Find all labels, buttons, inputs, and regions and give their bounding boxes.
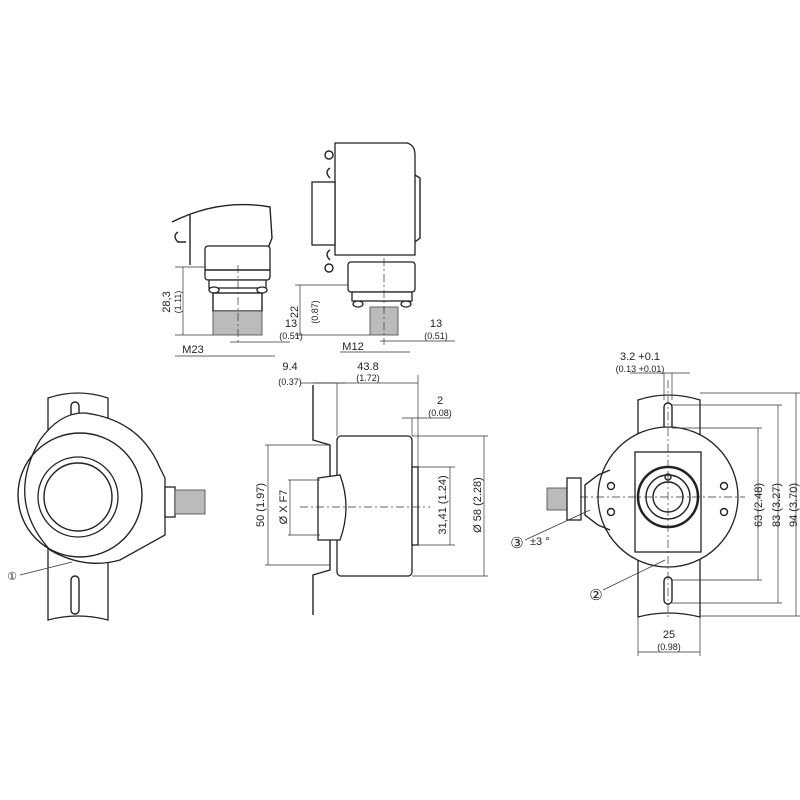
dim-length-inch-label: (1.72)	[356, 373, 380, 383]
dim-94-label: 94 (3.70)	[788, 483, 800, 527]
dim-flange-label: 9.4	[282, 361, 297, 373]
dim-height-inch-label: (0.87)	[310, 300, 320, 324]
dim-offset-inch-label: (0.51)	[279, 331, 303, 341]
dim-offset-label: 13	[430, 318, 442, 330]
dim-height-label: 28,3	[161, 291, 173, 312]
dim-83-label: 83 (3.27)	[771, 483, 783, 527]
dim-58-label: Ø 58 (2.28)	[472, 477, 484, 533]
dim-flange-inch-label: (0.37)	[278, 377, 302, 387]
dim-slot-label: 3.2 +0.1	[620, 351, 660, 363]
dim-length-label: 43.8	[357, 361, 378, 373]
top-left-view: 28,3 (1.11) 13 (0.51) M23	[161, 203, 303, 357]
dim-slot-inch-label: (0.13 +0.01)	[616, 364, 665, 374]
dim-bore-label: Ø X F7	[278, 490, 290, 525]
thread-label: M12	[342, 341, 363, 353]
left-view: ①	[7, 392, 206, 621]
thread-label: M23	[182, 344, 203, 356]
dim-height-inch-label: (1.11)	[173, 291, 183, 314]
dim-width-label: 25	[663, 629, 675, 641]
dim-width-inch-label: (0.98)	[657, 642, 681, 652]
angle-tolerance-label: ±3 °	[530, 536, 550, 548]
callout-2: ②	[589, 587, 602, 604]
side-view: 9.4 (0.37) 43.8 (1.72) 2 (0.08) 50 (1.97…	[255, 361, 488, 615]
callout-3: ③	[510, 535, 523, 552]
front-view: 3.2 +0.1 (0.13 +0.01) 63 (2.48) 83 (3.27…	[510, 351, 800, 656]
top-right-view: 22 (0.87) 13 (0.51) M12	[289, 142, 455, 353]
dim-height-label: 22	[289, 306, 301, 318]
dim-offset-inch-label: (0.51)	[424, 331, 448, 341]
dim-step-label: 2	[437, 395, 443, 407]
dim-offset-label: 13	[285, 318, 297, 330]
dim-50-label: 50 (1.97)	[255, 483, 267, 527]
dim-31-label: 31,41 (1.24)	[437, 475, 449, 534]
callout-1: ①	[7, 571, 17, 583]
dim-63-label: 63 (2.48)	[753, 483, 765, 527]
dim-step-inch-label: (0.08)	[428, 408, 452, 418]
